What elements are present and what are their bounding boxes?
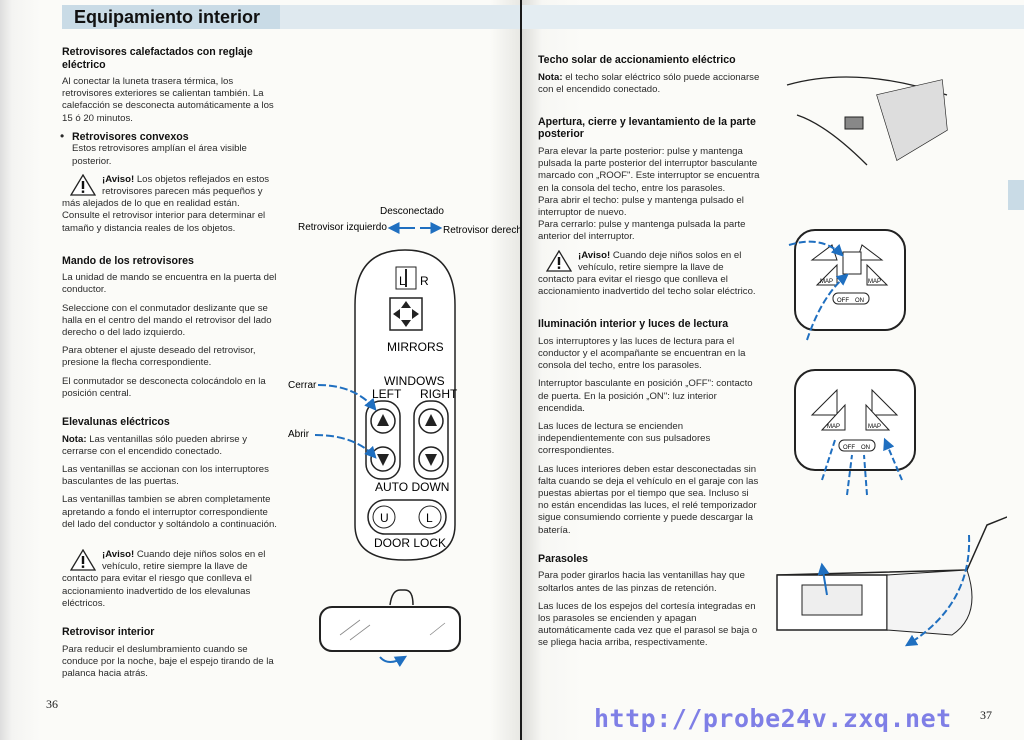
door-panel-outline <box>354 249 456 561</box>
label-map: MAP <box>820 279 833 285</box>
warning-label: ¡Aviso! <box>578 249 611 261</box>
sun-visor-illustration <box>776 516 1007 647</box>
roof-illustration <box>786 76 948 166</box>
paragraph: Las luces interiores deben estar descone… <box>538 463 759 536</box>
heading-interior-mirror: Retrovisor interior <box>62 626 155 638</box>
paragraph: Seleccione con el conmutador deslizante … <box>62 302 272 339</box>
label-off: OFF <box>843 445 855 451</box>
heading-heated-mirrors: Retrovisores calefactados con reglaje el… <box>62 46 253 71</box>
paragraph: Interruptor basculante en posición „OFF"… <box>538 378 753 414</box>
paragraph: Para abrir el techo: pulse y mantenga pu… <box>538 194 744 218</box>
paragraph: Las luces de lectura se encienden indepe… <box>538 421 711 457</box>
close-arrow-icon <box>317 384 377 411</box>
page-number: 37 <box>980 708 992 722</box>
warning-label: ¡Aviso! <box>102 173 135 185</box>
header-strip <box>522 5 1024 29</box>
label-map: MAP <box>868 424 881 430</box>
down-arrow-icon <box>425 454 437 466</box>
right-column: Techo solar de accionamiento eléctrico N… <box>538 54 760 656</box>
heading-lighting: Iluminación interior y luces de lectura <box>538 318 729 331</box>
tilt-arrow-icon <box>379 655 408 668</box>
paragraph: El conmutador se desconecta colocándolo … <box>62 375 266 399</box>
lock-u: U <box>380 511 389 525</box>
map-light-right <box>866 263 889 286</box>
label-off: OFF <box>837 298 849 304</box>
paragraph: Para poder girarlos hacia las ventanilla… <box>538 570 745 594</box>
note-text: el techo solar eléctrico sólo puede acci… <box>538 71 760 95</box>
sunroof-illustrations: MAP MAP OFF ON MAP MAP OFF ON <box>776 76 1007 647</box>
note-label: Nota: <box>62 433 87 445</box>
up-arrow-icon <box>377 414 389 426</box>
paragraph: Las ventanillas tambien se abren complet… <box>62 494 277 530</box>
label-on: ON <box>861 445 870 451</box>
open-arrow-icon <box>314 434 377 459</box>
paragraph: Para obtener el ajuste deseado del retro… <box>62 345 256 369</box>
lock-l: L <box>426 511 433 525</box>
heading-mirror-control: Mando de los retrovisores <box>62 254 194 267</box>
heading-sunroof: Techo solar de accionamiento eléctrico <box>538 54 736 66</box>
up-arrow-icon <box>425 414 437 426</box>
label-mirrors: MIRRORS <box>387 340 444 354</box>
page-header: Equipamiento interior <box>62 5 280 29</box>
label-on: ON <box>855 298 864 304</box>
label-left: LEFT <box>372 387 402 401</box>
label-right-mirror: Retrovisor derecho <box>443 225 520 236</box>
paragraph: Al conectar la luneta trasera térmica, l… <box>62 76 274 124</box>
label-door-lock: DOOR LOCK <box>374 536 446 550</box>
selector-r: R <box>420 274 429 288</box>
paragraph: Las luces de los espejos del cortesía in… <box>538 600 758 649</box>
label-windows: WINDOWS <box>384 374 445 388</box>
roof-switch <box>842 251 862 275</box>
note: Nota: el techo solar eléctrico sólo pued… <box>538 72 760 96</box>
paragraph: Para elevar la parte posterior: pulse y … <box>538 145 760 194</box>
label-close: Cerrar <box>288 380 317 391</box>
paragraph: La unidad de mando se encuentra en la pu… <box>62 272 277 296</box>
heading-sun-visors: Parasoles <box>538 552 589 565</box>
paragraph: Los interruptores y las luces de lectura… <box>538 335 746 372</box>
warning-text: Los objetos reflejados en estos retrovis… <box>62 173 270 234</box>
overhead-console-lights: MAP MAP OFF ON <box>794 369 916 496</box>
mirror-mount <box>389 589 414 606</box>
warning-label: ¡Aviso! <box>102 548 135 560</box>
selector-l: L <box>399 274 406 288</box>
left-column: Retrovisores calefactados con reglaje el… <box>60 46 280 686</box>
direction-arrows-icon <box>393 301 419 327</box>
label-auto-down: AUTO DOWN <box>375 480 449 494</box>
paragraph: Para reducir el deslumbramiento cuando s… <box>62 643 274 679</box>
watermark-url: http://probe24v.zxq.net <box>594 704 952 733</box>
warning-sunroof: ¡Aviso! Cuando deje niños solos en el ve… <box>538 250 760 299</box>
right-page: Techo solar de accionamiento eléctrico N… <box>522 0 1024 740</box>
down-arrow-icon <box>377 454 389 466</box>
label-open: Abrir <box>288 429 310 440</box>
label-map: MAP <box>827 424 840 430</box>
section-tab <box>1008 180 1024 210</box>
page-number: 36 <box>46 697 58 711</box>
heading-opening: Apertura, cierre y levantamiento de la p… <box>538 115 756 141</box>
label-off: Desconectado <box>380 206 444 217</box>
interior-mirror-illustration <box>319 606 461 652</box>
label-right: RIGHT <box>420 387 458 401</box>
header-strip <box>280 5 520 29</box>
note-text: Las ventanillas sólo pueden abrirse y ce… <box>62 433 248 457</box>
paragraph: Para cerrarlo: pulse y mantenga pulsada … <box>538 219 746 243</box>
warning-convex: ¡Aviso! Los objetos reflejados en estos … <box>62 174 280 235</box>
heading-power-windows: Elevalunas eléctricos <box>62 416 170 429</box>
overhead-console-sunroof: MAP MAP OFF ON <box>788 229 906 341</box>
left-page: Equipamiento interior Retrovisores calef… <box>0 0 520 740</box>
label-map: MAP <box>868 279 881 285</box>
warning-icon <box>70 549 96 571</box>
warning-windows: ¡Aviso! Cuando deje niños solos en el ve… <box>62 549 280 610</box>
note-label: Nota: <box>538 71 563 83</box>
warning-icon <box>546 250 572 272</box>
note: Nota: Las ventanillas sólo pueden abrirs… <box>62 434 280 458</box>
label-left-mirror: Retrovisor izquierdo <box>298 222 387 233</box>
mirror-window-control-diagram: Desconectado Retrovisor izquierdo Retrov… <box>288 206 520 668</box>
warning-icon <box>70 174 96 196</box>
warning-text: Cuando deje niños solos en el vehículo, … <box>62 548 266 609</box>
warning-text: Cuando deje niños solos en el vehículo, … <box>538 249 756 298</box>
bullet-text: Estos retrovisores amplían el área visib… <box>72 143 247 167</box>
bullet-title: Retrovisores convexos <box>72 130 189 143</box>
paragraph: Las ventanillas se accionan con los inte… <box>62 463 269 488</box>
